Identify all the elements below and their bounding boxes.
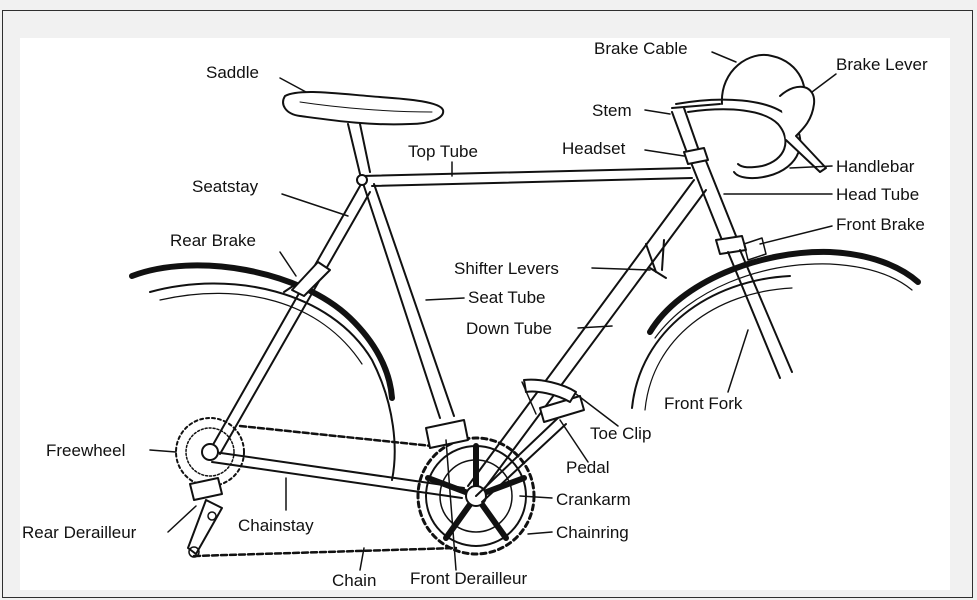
brake-lever-shape: [779, 85, 827, 173]
label-seat-tube: Seat Tube: [468, 288, 546, 307]
label-front-fork: Front Fork: [664, 394, 743, 413]
rear-fender: [129, 262, 395, 401]
top-tube-shape: [361, 167, 693, 187]
label-brake-cable: Brake Cable: [594, 39, 688, 58]
label-chainstay: Chainstay: [238, 516, 314, 535]
label-front-derailleur: Front Derailleur: [410, 569, 527, 588]
label-brake-lever: Brake Lever: [836, 55, 928, 74]
label-saddle: Saddle: [206, 63, 259, 82]
toe-clip-shape: [523, 378, 577, 403]
label-pedal: Pedal: [566, 458, 609, 477]
down-tube-shape: [467, 179, 707, 493]
label-chainring: Chainring: [556, 523, 629, 542]
crankarm-shape: [475, 415, 567, 503]
label-shifter-levers: Shifter Levers: [454, 259, 559, 278]
chain-shape: [192, 424, 458, 558]
pedal-shape: [539, 395, 585, 423]
stem-shape: [671, 103, 721, 151]
label-head-tube: Head Tube: [836, 185, 919, 204]
chainstay-shape: [211, 451, 465, 499]
label-headset: Headset: [562, 139, 626, 158]
label-freewheel: Freewheel: [46, 441, 125, 460]
head-tube-shape: [689, 155, 741, 251]
rear-brake-shape: [283, 261, 331, 297]
front-fork-shape: [727, 249, 793, 379]
label-crankarm: Crankarm: [556, 490, 631, 509]
label-rear-brake: Rear Brake: [170, 231, 256, 250]
front-derailleur-shape: [425, 419, 469, 449]
front-fender: [647, 248, 921, 335]
rear-derailleur-shape: [187, 477, 223, 555]
handlebar-shape: [675, 98, 802, 180]
label-rear-derailleur: Rear Derailleur: [22, 523, 137, 542]
chainring-shape: [416, 436, 536, 556]
label-chain: Chain: [332, 571, 376, 590]
label-down-tube: Down Tube: [466, 319, 552, 338]
seatstay-shape: [209, 185, 371, 455]
label-handlebar: Handlebar: [836, 157, 915, 176]
seat-tube-shape: [361, 179, 455, 419]
front-wheel: [631, 275, 791, 409]
label-toe-clip: Toe Clip: [590, 424, 651, 443]
shifter-levers-shape: [645, 239, 667, 279]
label-stem: Stem: [592, 101, 632, 120]
label-seatstay: Seatstay: [192, 177, 259, 196]
label-front-brake: Front Brake: [836, 215, 925, 234]
label-top-tube: Top Tube: [408, 142, 478, 161]
saddle-shape: [282, 91, 445, 126]
rear-wheel: [149, 282, 396, 481]
freewheel-shape: [175, 417, 245, 487]
